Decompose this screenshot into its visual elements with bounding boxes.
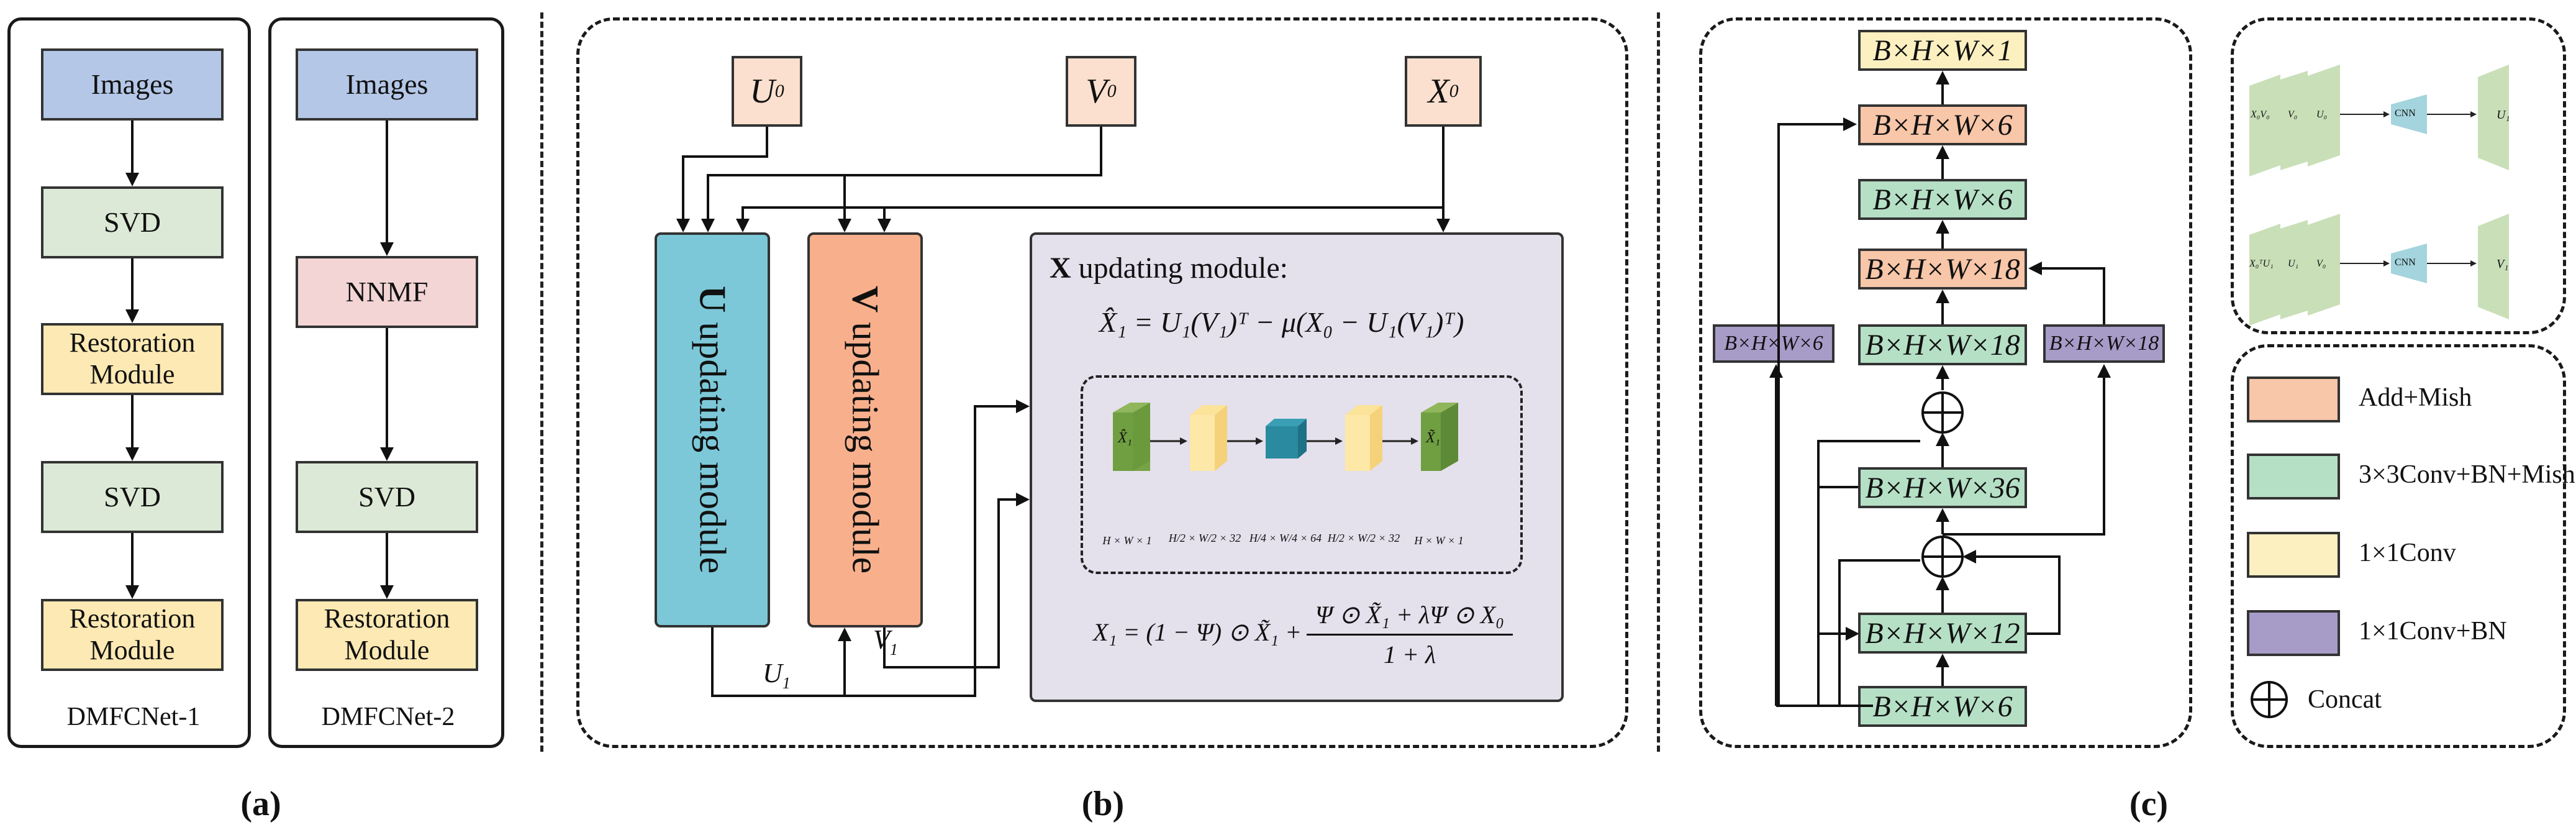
mini-row2-in-3: V₀ [2316,258,2326,269]
net2-images-box: Images [296,48,478,121]
mini-row1-in-2: V₀ [2288,109,2298,120]
legend-swatch-conv [2247,532,2340,578]
net2-restoration-box: Restoration Module [296,599,478,671]
u-module-label: U updating module [692,286,733,574]
net2-nnmf-box: NNMF [296,256,478,328]
net2-svd-box: SVD [296,461,478,533]
add-mish-box-top: B×H×W×6 [1858,104,2027,145]
net1-restoration-box-2: Restoration Module [41,599,224,671]
separator-2 [1657,12,1660,752]
net1-images-box: Images [41,48,224,121]
v1-label: V1 [873,624,898,659]
x-update-equation-2-denominator: 1 + λ [1383,641,1436,668]
panel-b-label: (b) [1081,785,1125,823]
panel-b-frame [576,17,1628,748]
legend-swatch-conv-bn-mish [2247,454,2340,500]
cube-input-green [1113,403,1150,471]
conv-box-6: B×H×W×6 [1858,179,2027,220]
mini-row1-in-1: X₀V₀ [2251,109,2270,120]
mini-row2-out: V₁ [2497,257,2509,271]
mini-row1-in-3: U₀ [2316,109,2328,120]
mini-row2-cnn: CNN [2395,257,2416,268]
legend-text-conv-bn-mish: 3×3Conv+BN+Mish [2359,460,2575,489]
legend-text-concat: Concat [2308,685,2382,714]
cube-yellow-2 [1345,405,1382,471]
mini-row2-in-2: U₁ [2288,258,2299,269]
legend-swatch-add-mish [2247,376,2340,422]
mini-row1-cnn: CNN [2395,108,2416,119]
mini-cnn-frame [2231,17,2566,334]
concat-icon [2251,681,2288,718]
u1-label: U1 [763,658,791,692]
cube-input-label: X̂₁ [1118,430,1133,446]
mini-row1-out: U₁ [2497,108,2510,122]
x-update-equation-1: X̂₁ = U₁(V₁)ᵀ − μ(X₀ − U₁(V₁)ᵀ) [1099,306,1464,338]
fraction-bar [1307,634,1513,636]
legend-frame [2231,344,2566,748]
net1-svd-box-1: SVD [41,186,224,258]
dim-label-3: H/4 × W/4 × 64 [1249,532,1322,544]
net1-restoration-box-1: Restoration Module [41,323,224,395]
dim-label-2: H/2 × W/2 × 32 [1168,532,1241,544]
x-inner-network-frame [1081,375,1523,574]
legend-text-conv: 1×1Conv [2359,539,2456,567]
x-module-title: X updating module: [1050,252,1288,285]
mini-row2-in-1: X₀ᵀU₁ [2249,258,2274,269]
dmfcnet2-panel [268,17,504,748]
conv-box-18: B×H×W×18 [1858,324,2027,365]
legend-swatch-conv-bn [2247,610,2340,656]
v-updating-module [807,232,923,627]
panel-c-label: (c) [2129,785,2169,823]
conv-box-36: B×H×W×36 [1858,467,2027,508]
net1-caption: DMFCNet-1 [66,703,201,731]
legend-text-conv-bn: 1×1Conv+BN [2359,617,2507,646]
x-inner-network-cubes [1113,403,1458,471]
x-update-equation-2-left: X₁ = (1 − Ψ) ⊙ X̃₁ + [1093,618,1302,646]
conv-box-12: B×H×W×12 [1858,613,2027,654]
separator-1 [540,12,543,752]
x-update-equation-2-numerator: Ψ ⊙ X̃₁ + λΨ ⊙ X₀ [1315,601,1505,629]
dim-label-4: H/2 × W/2 × 32 [1327,532,1400,544]
panel-a-label: (a) [240,785,281,823]
dim-label-5: H × W × 1 [1414,534,1464,547]
v-module-label: V updating module [845,286,886,574]
cube-output-green [1421,403,1458,471]
u-updating-module [655,232,770,627]
net2-caption: DMFCNet-2 [321,703,455,731]
legend-text-add-mish: Add+Mish [2359,383,2472,412]
side-conv-bn-right: B×H×W×18 [2043,324,2165,363]
mini-cnn-diagram [2249,65,2509,326]
output-box: B×H×W×1 [1858,30,2027,71]
add-mish-box-18: B×H×W×18 [1858,249,2027,290]
dmfcnet1-panel [7,17,251,748]
dim-label-1: H × W × 1 [1102,534,1152,547]
net1-svd-box-2: SVD [41,461,224,533]
panel-c-frame [1699,17,2192,748]
conv-box-input: B×H×W×6 [1858,686,2027,727]
cube-teal [1266,419,1307,459]
cube-output-label: X̃₁ [1426,430,1441,446]
cube-yellow-1 [1190,405,1227,471]
side-conv-bn-left: B×H×W×6 [1713,324,1834,363]
